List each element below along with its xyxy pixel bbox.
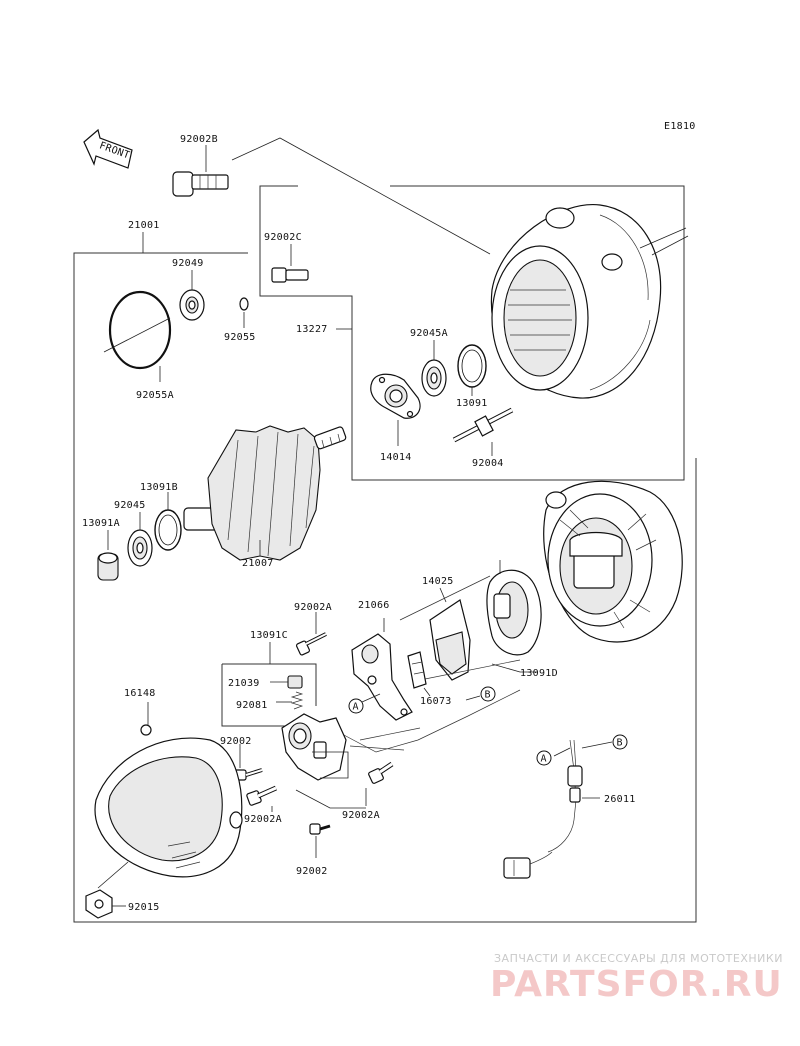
cover-13091D — [486, 560, 542, 673]
diagram-code: E1810 — [664, 121, 696, 132]
collar-13091 — [457, 344, 487, 396]
lead-wire-26011 — [503, 739, 613, 879]
screw-92002A-top — [295, 612, 327, 656]
label-16073: 16073 — [420, 696, 452, 707]
holder-13091C — [281, 713, 349, 781]
bearing-92045A — [421, 340, 447, 397]
svg-text:A: A — [353, 702, 359, 713]
svg-text:B: B — [485, 690, 491, 701]
watermark-logo: PARTSFOR.RU — [490, 964, 783, 1005]
spring-92081 — [276, 691, 304, 710]
label-92002-mid: 92002 — [220, 736, 252, 747]
callout-A-lower: A — [536, 750, 552, 766]
shaft-guides — [341, 575, 521, 753]
rotor-21007 — [183, 425, 347, 561]
label-13227: 13227 — [296, 324, 328, 335]
label-92045A: 92045A — [410, 328, 448, 339]
label-13091D: 13091D — [520, 668, 558, 679]
label-92049: 92049 — [172, 258, 204, 269]
callout-B-upper: B — [465, 686, 496, 702]
label-26011: 26011 — [604, 794, 636, 805]
label-13091B: 13091B — [140, 482, 178, 493]
brush-16073 — [407, 651, 431, 697]
label-92004: 92004 — [472, 458, 504, 469]
label-13091: 13091 — [456, 398, 488, 409]
svg-text:B: B — [617, 738, 623, 749]
label-92045: 92045 — [114, 500, 146, 511]
front-arrow-icon: FRONT — [83, 128, 133, 169]
label-14025: 14025 — [422, 576, 454, 587]
part-labels: 92002B 21001 92002C 92049 92055 13227 92… — [82, 134, 636, 913]
stud-92004 — [452, 407, 514, 456]
front-housing — [490, 204, 689, 399]
bearing-92045 — [127, 512, 153, 567]
bolt-92002C — [271, 244, 309, 283]
label-13091A: 13091A — [82, 518, 120, 529]
svg-text:A: A — [541, 754, 547, 765]
screw-92002-bottom — [309, 823, 331, 858]
bolt-92002A-left — [246, 785, 278, 812]
label-21039: 21039 — [228, 678, 260, 689]
label-92002B: 92002B — [180, 134, 218, 145]
label-16148: 16148 — [124, 688, 156, 699]
frame-13091C — [221, 642, 317, 727]
label-92055: 92055 — [224, 332, 256, 343]
cap-21039 — [270, 675, 303, 689]
o-ring-92055A — [103, 290, 172, 382]
plate-14014 — [370, 373, 421, 446]
label-92081: 92081 — [236, 700, 268, 711]
label-21007: 21007 — [242, 558, 274, 569]
watermark: ЗАПЧАСТИ И АКСЕССУАРЫ ДЛЯ МОТОТЕХНИКИ PA… — [490, 952, 783, 1005]
label-21001: 21001 — [128, 220, 160, 231]
rear-housing — [543, 480, 683, 643]
bolt-92002B — [172, 137, 491, 255]
label-92002A-left: 92002A — [244, 814, 282, 825]
nut-92015 — [85, 861, 129, 919]
collar-13091B — [154, 492, 182, 551]
label-92015: 92015 — [128, 902, 160, 913]
bearing-92049 — [179, 270, 205, 321]
label-92002A-top: 92002A — [294, 602, 332, 613]
label-92002A-right: 92002A — [342, 810, 380, 821]
bolt-92002A-right — [295, 761, 394, 809]
collar-13091A — [97, 530, 119, 581]
brush-holder-14025 — [429, 587, 471, 681]
label-92002-bottom: 92002 — [296, 866, 328, 877]
label-21066: 21066 — [358, 600, 390, 611]
label-92055A: 92055A — [136, 390, 174, 401]
ring-92055 — [239, 297, 249, 328]
bolt-92002-mid — [233, 744, 263, 781]
rear-cover-16148 — [94, 702, 243, 878]
regulator-21066 — [351, 618, 413, 721]
assembly-frame — [73, 185, 697, 923]
label-14014: 14014 — [380, 452, 412, 463]
label-13091C: 13091C — [250, 630, 288, 641]
callout-B-lower: B — [612, 734, 628, 750]
label-92002C: 92002C — [264, 232, 302, 243]
watermark-tagline: ЗАПЧАСТИ И АКСЕССУАРЫ ДЛЯ МОТОТЕХНИКИ — [494, 952, 783, 965]
callout-A-upper: A — [348, 693, 381, 714]
